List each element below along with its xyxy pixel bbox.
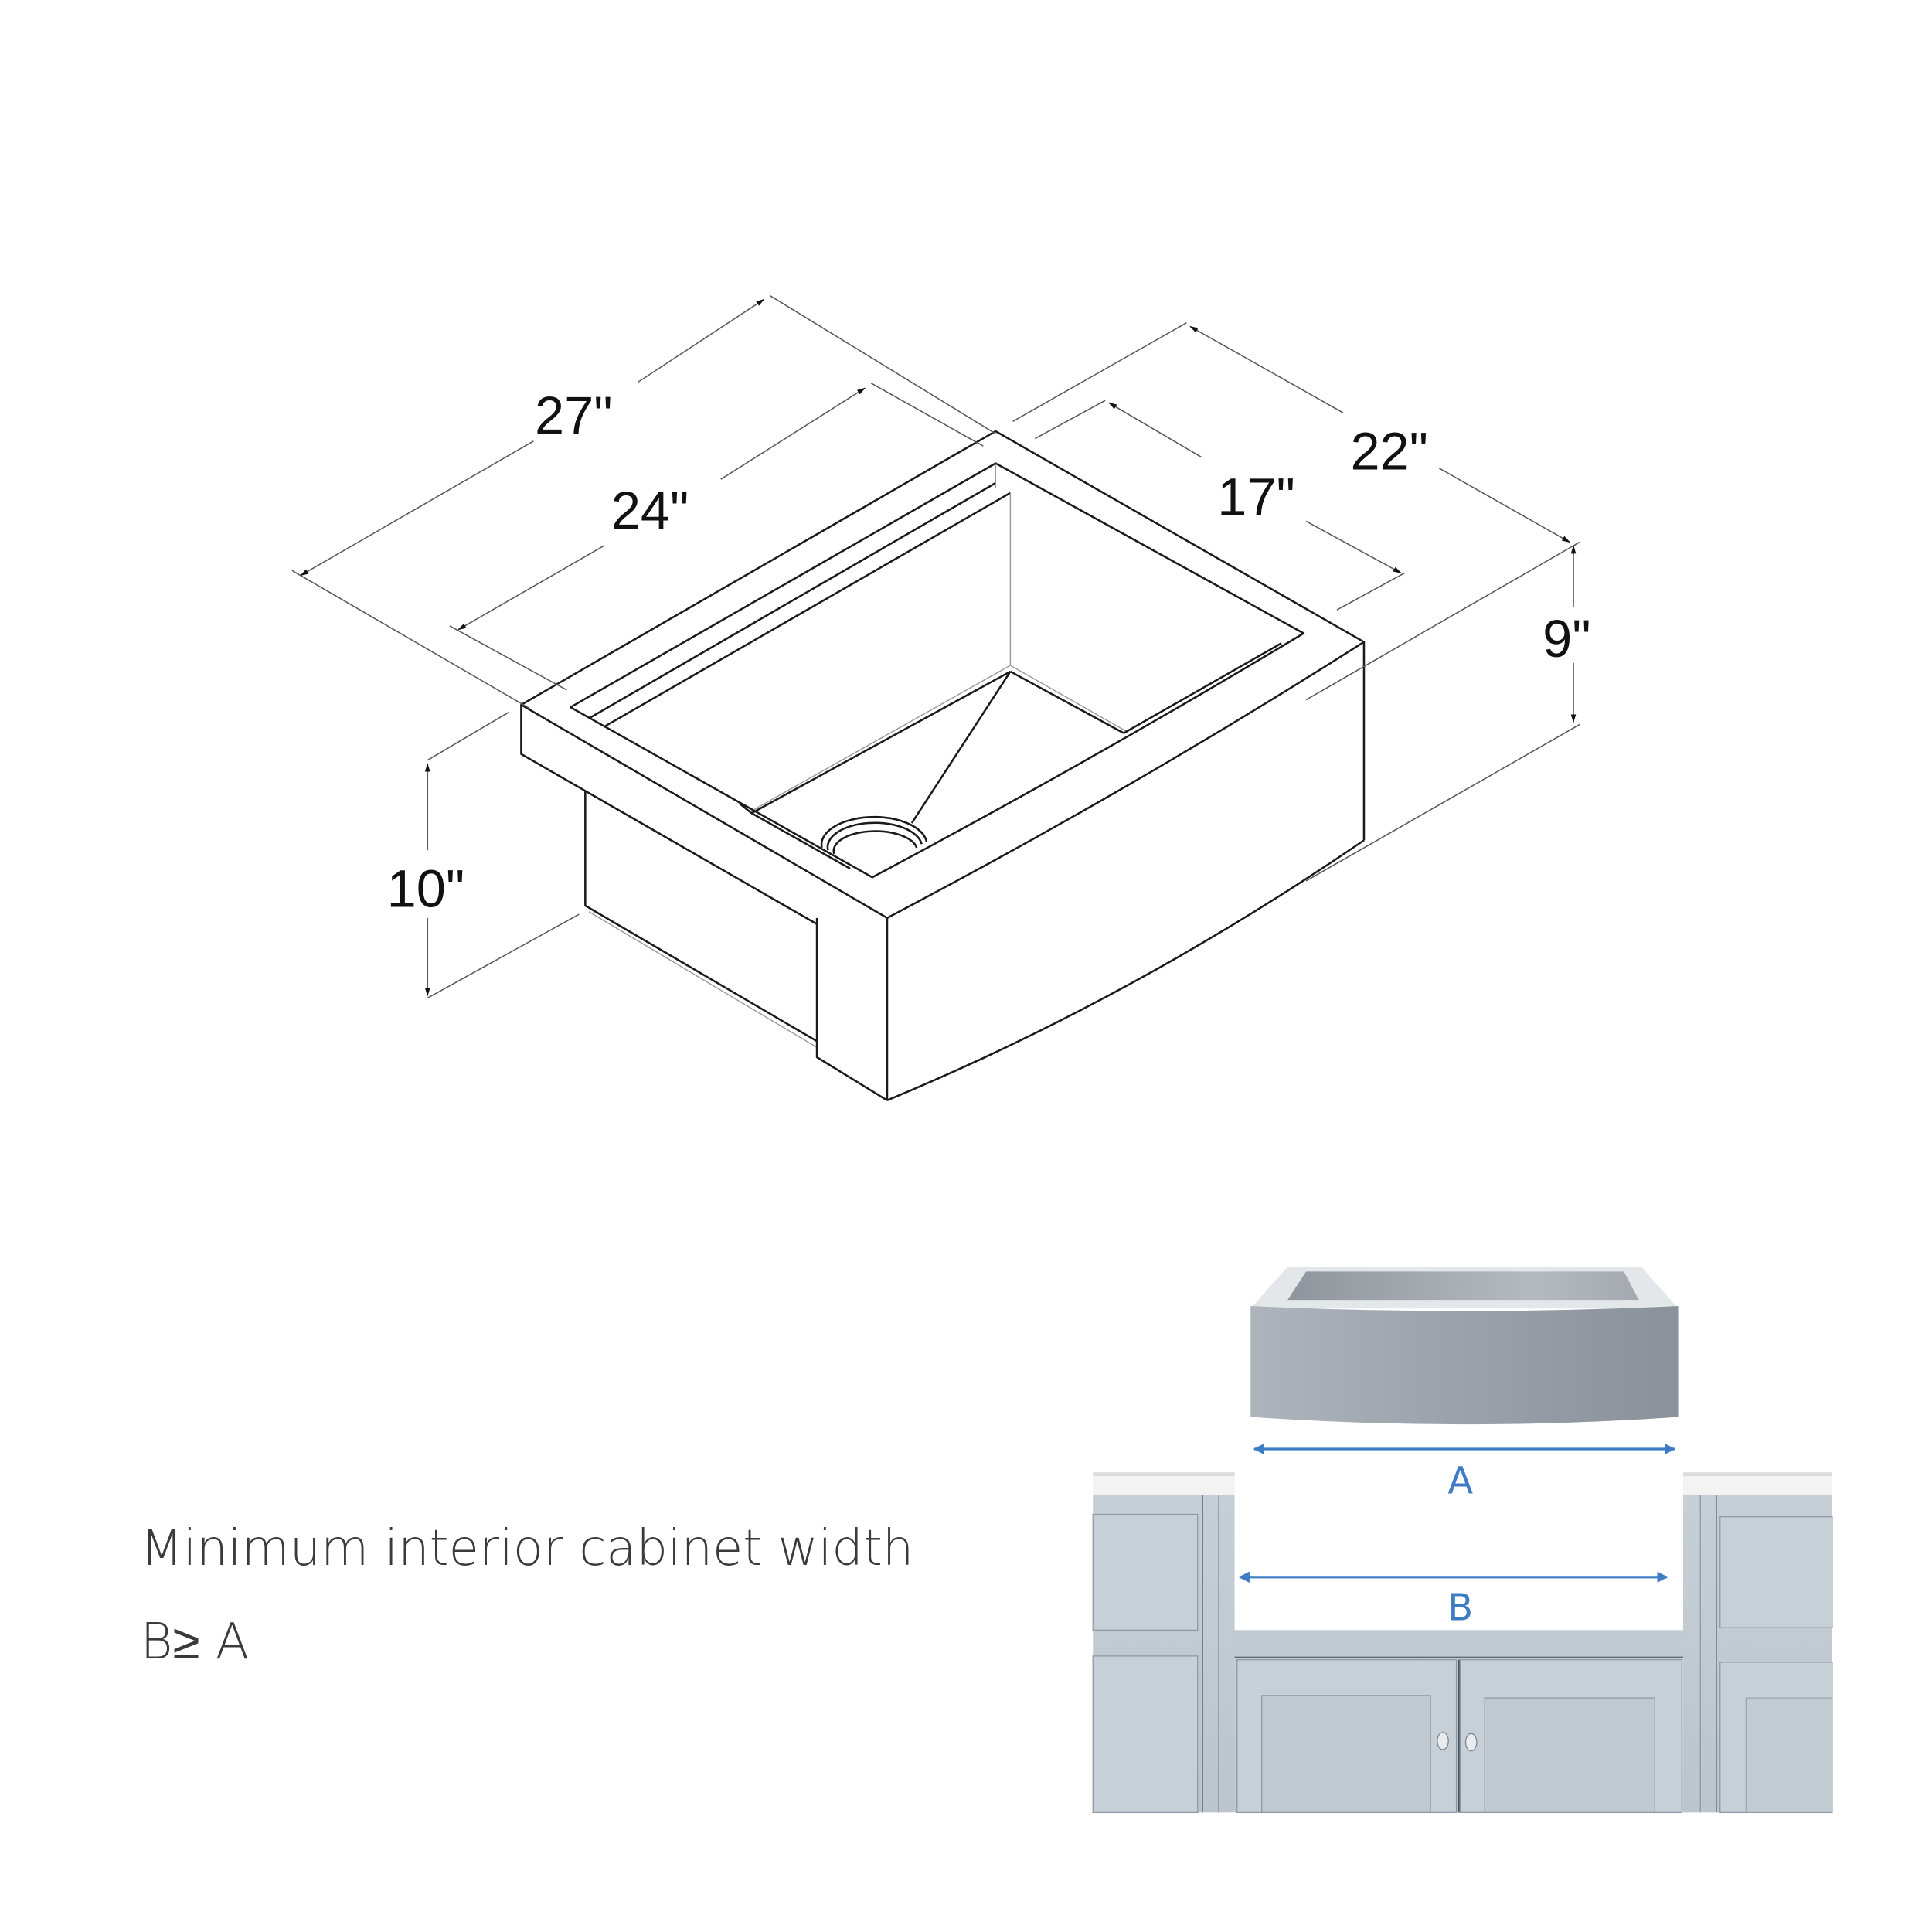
cabinet-center (1234, 1630, 1683, 1813)
label-a: A (1447, 1460, 1473, 1502)
dimension-17: 17" (1034, 400, 1405, 611)
dim-label-24: 24" (611, 481, 689, 540)
sink-line-drawing (520, 430, 1366, 1101)
installation-illustration: A (1092, 1267, 1833, 1813)
cabinet-right (1682, 1494, 1833, 1813)
knob-icon (1437, 1732, 1449, 1750)
dimension-27: 27" (291, 294, 996, 709)
knob-icon (1464, 1733, 1478, 1752)
rim-inner-edge (569, 462, 1305, 879)
dim-label-22: 22" (1350, 421, 1428, 481)
dimension-10: 10" (387, 711, 580, 999)
caption-minimum-width: Minimum interior cabinet width (141, 1520, 914, 1577)
dimension-22: 22" (1012, 322, 1571, 543)
dim-label-17: 17" (1217, 467, 1295, 526)
dim-label-27: 27" (535, 386, 613, 445)
sink-photo (1250, 1267, 1679, 1425)
drain-icon (820, 815, 928, 855)
rule-b-greater-equal-a: B≥ A (141, 1614, 250, 1671)
cabinet-left (1092, 1494, 1235, 1813)
dim-label-9: 9" (1543, 609, 1590, 668)
dimension-24: 24" (449, 383, 984, 691)
dim-label-10: 10" (387, 859, 465, 918)
rim-outer-edge (520, 430, 1366, 920)
label-b: B (1447, 1587, 1473, 1630)
dimension-9: 9" (1305, 541, 1591, 882)
